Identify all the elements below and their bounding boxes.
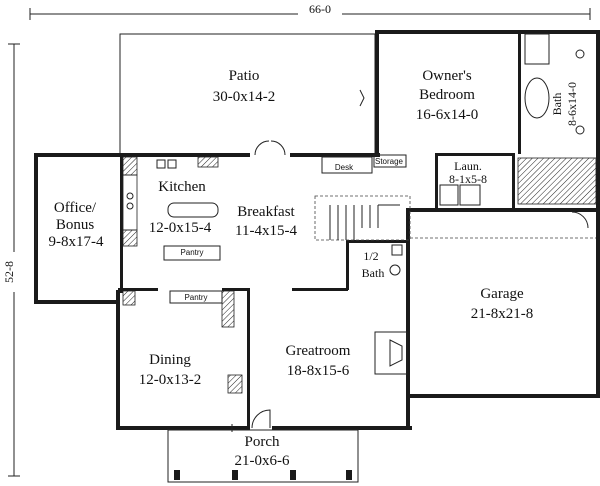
bath-fixtures: [517, 33, 597, 205]
bath-name: Bath: [550, 93, 564, 116]
kitchen-name: Kitchen: [158, 179, 206, 195]
greatroom-name: Greatroom: [286, 343, 351, 359]
office-name-1: Office/: [54, 200, 97, 216]
pantry-boxes: Pantry Pantry: [122, 245, 235, 328]
kitchen-size: 12-0x15-4: [149, 220, 212, 236]
porch-name: Porch: [245, 434, 280, 450]
depth-label: 52-8: [2, 261, 16, 283]
width-dimension: 66-0: [29, 2, 591, 20]
owners-name-1: Owner's: [422, 68, 472, 84]
bath-size: 8-6x14-0: [565, 82, 579, 126]
laundry-name: Laun.: [454, 159, 482, 173]
desk-label: Desk: [335, 163, 354, 172]
depth-dimension: 52-8: [2, 43, 20, 477]
patio-name: Patio: [229, 68, 260, 84]
garage-size: 21-8x21-8: [471, 306, 534, 322]
halfbath-name-1: 1/2: [363, 249, 378, 263]
breakfast-name: Breakfast: [237, 204, 295, 220]
laundry-size: 8-1x5-8: [449, 172, 487, 186]
stairs: [314, 195, 411, 241]
kitchen-counters: [122, 156, 219, 247]
half-bath-fixtures: [389, 244, 403, 276]
office-size: 9-8x17-4: [49, 234, 104, 250]
desk-storage: Desk Storage: [321, 154, 407, 174]
office-name-2: Bonus: [56, 217, 95, 233]
width-label: 66-0: [309, 2, 331, 16]
doors: [231, 89, 589, 436]
pantry-label-kitchen: Pantry: [180, 248, 203, 257]
pantry-label-dining: Pantry: [184, 293, 207, 302]
owners-name-2: Bedroom: [419, 87, 475, 103]
dining-built-in: [227, 374, 243, 394]
halfbath-name-2: Bath: [362, 266, 385, 280]
interior-walls: [118, 34, 521, 428]
garage-name: Garage: [480, 286, 524, 302]
office-window-marks: [35, 210, 37, 250]
fireplace: [374, 331, 408, 375]
storage-label: Storage: [375, 157, 404, 166]
breakfast-size: 11-4x15-4: [235, 223, 297, 239]
greatroom-size: 18-8x15-6: [287, 363, 350, 379]
owners-size: 16-6x14-0: [416, 107, 479, 123]
laundry-appliances: [439, 184, 481, 206]
dining-size: 12-0x13-2: [139, 372, 202, 388]
porch-size: 21-0x6-6: [235, 453, 290, 469]
patio-size: 30-0x14-2: [213, 89, 276, 105]
porch: [167, 429, 359, 483]
dining-name: Dining: [149, 352, 191, 368]
